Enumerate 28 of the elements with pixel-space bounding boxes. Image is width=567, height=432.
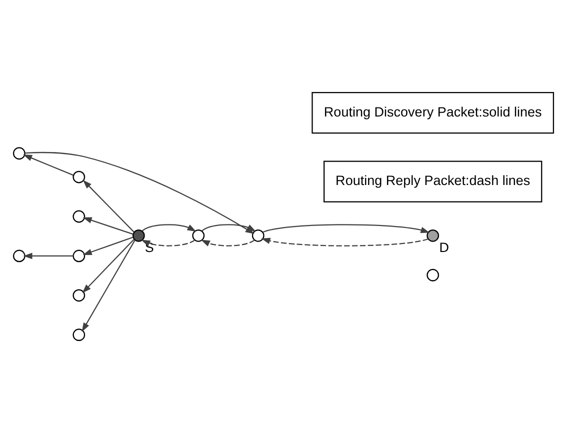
node-circle: [252, 228, 264, 242]
node-circle: [72, 170, 86, 183]
arrow: [82, 236, 134, 254]
node-box: Routing Discovery Packet:solid lines: [312, 91, 554, 134]
node-circle: [72, 210, 86, 222]
node-circle: [12, 249, 26, 262]
arrow: [82, 240, 136, 332]
arrow: [23, 154, 74, 176]
arrow: [142, 224, 196, 232]
arrow: [82, 238, 134, 293]
node-circle: [132, 228, 145, 242]
arrow: [262, 224, 430, 233]
node-circle: [72, 328, 86, 341]
arrow: [23, 252, 74, 259]
arrow: [261, 237, 428, 246]
node-label: D: [439, 240, 450, 255]
arrow: [202, 224, 256, 232]
node-circle: [426, 228, 440, 242]
node-circle: [12, 146, 26, 160]
node-box: Routing Reply Packet:dash lines: [324, 160, 542, 202]
arrow: [141, 239, 196, 246]
node-circle: [426, 268, 440, 281]
node-circle: [72, 288, 86, 302]
arrow: [200, 239, 255, 246]
node-circle: [192, 228, 205, 242]
arrow: [82, 216, 134, 234]
arrow: [82, 179, 134, 232]
node-circle: [72, 249, 86, 262]
